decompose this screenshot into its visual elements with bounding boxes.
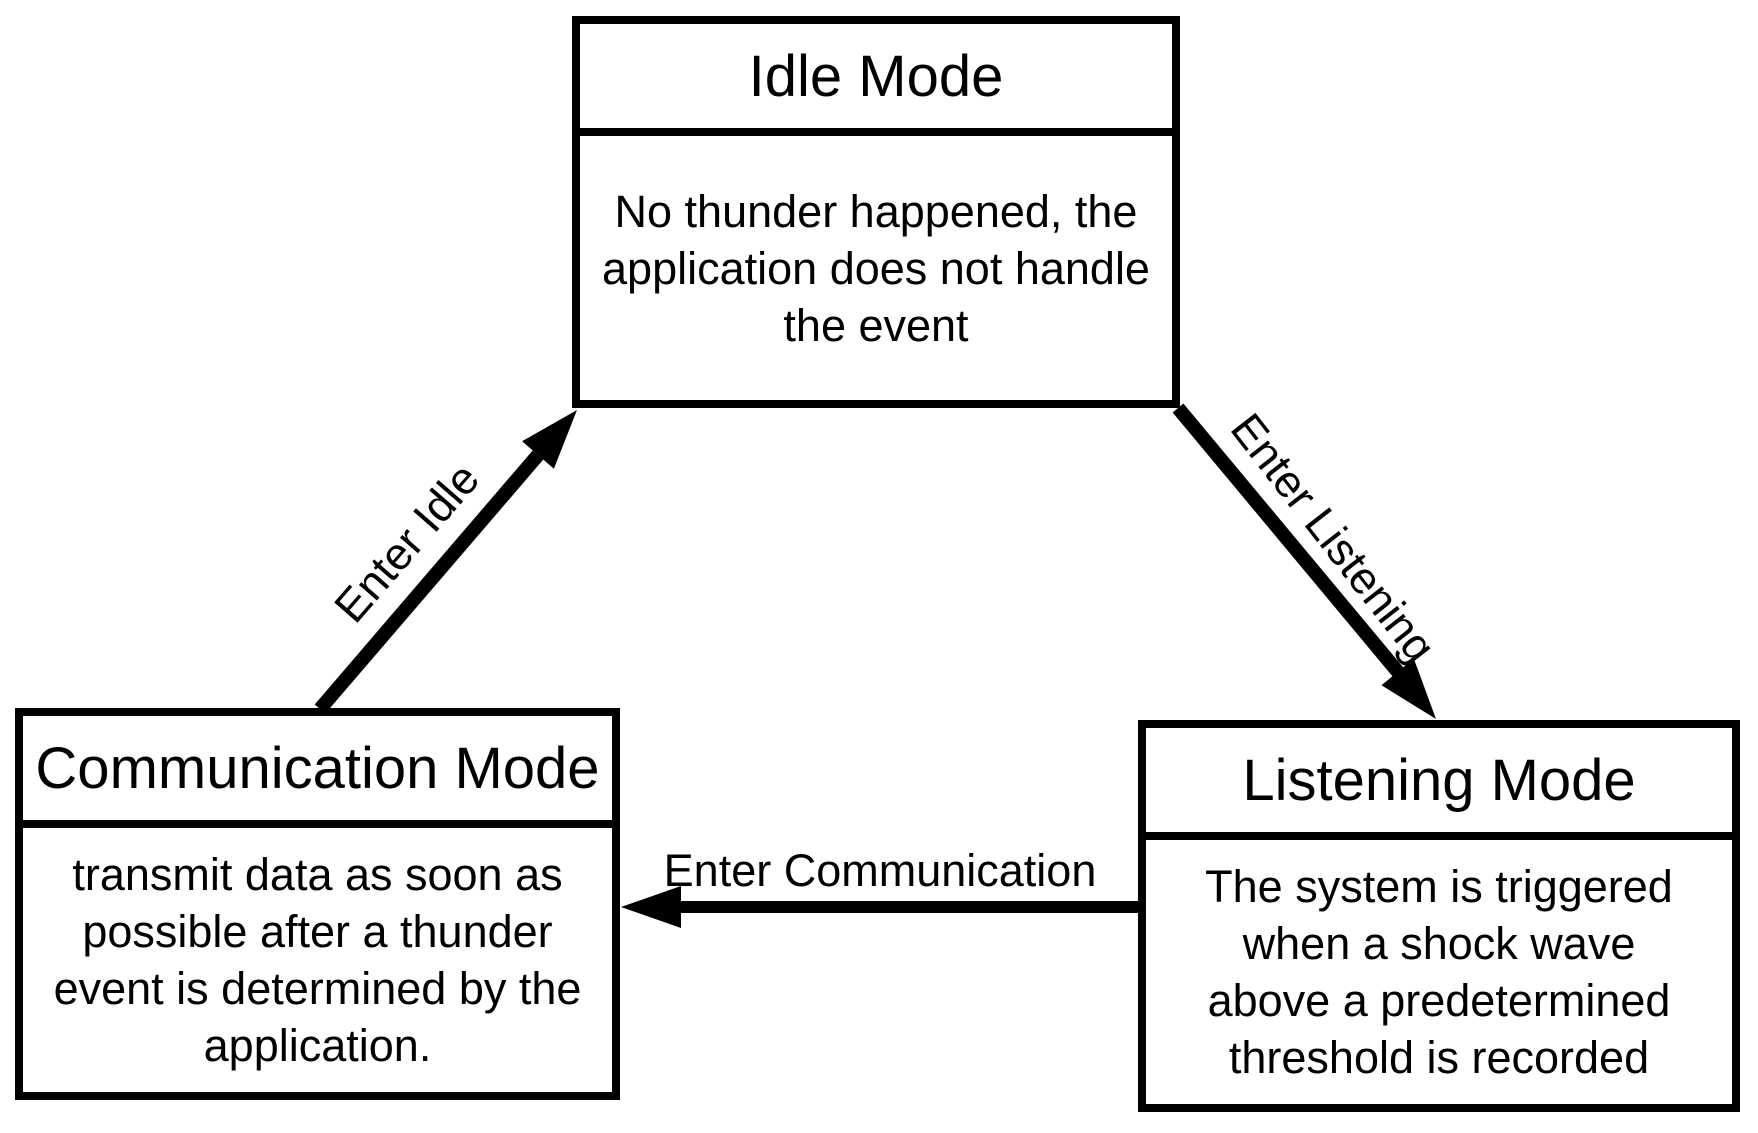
state-box-communication: Communication Mode transmit data as soon… <box>15 708 620 1100</box>
state-box-listening: Listening Mode The system is triggered w… <box>1138 720 1740 1112</box>
state-description-listening: The system is triggered when a shock wav… <box>1146 840 1732 1104</box>
description-line: application does not handle <box>602 242 1150 294</box>
state-description-communication: transmit data as soon as possible after … <box>23 828 612 1092</box>
description-line: application. <box>203 1020 432 1071</box>
transition-label-enter-communication: Enter Communication <box>663 845 1097 896</box>
description-line: transmit data as soon as <box>72 849 563 900</box>
description-line: event is determined by the <box>53 963 582 1014</box>
arrow-idle-to-listening <box>1172 403 1436 719</box>
arrow-communication-to-idle <box>314 410 577 714</box>
arrow-listening-to-communication <box>621 886 1138 928</box>
description-line: possible after a thunder <box>82 906 553 957</box>
state-description-idle: No thunder happened, the application doe… <box>580 136 1172 400</box>
description-line: above a predetermined <box>1207 975 1671 1026</box>
description-line: when a shock wave <box>1242 918 1636 969</box>
state-title-listening: Listening Mode <box>1146 728 1732 840</box>
description-line: threshold is recorded <box>1228 1032 1650 1083</box>
description-line: The system is triggered <box>1205 861 1673 912</box>
state-title-communication: Communication Mode <box>23 716 612 828</box>
description-line: No thunder happened, the <box>614 185 1138 237</box>
state-title-idle: Idle Mode <box>580 24 1172 136</box>
description-line: the event <box>783 299 969 351</box>
state-box-idle: Idle Mode No thunder happened, the appli… <box>572 16 1180 408</box>
